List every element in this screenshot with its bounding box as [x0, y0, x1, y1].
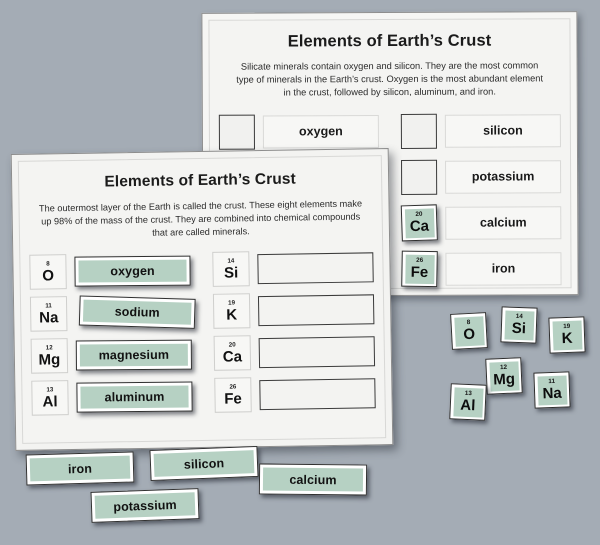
element-symbol: Mg	[492, 370, 516, 389]
card-back-row-oxygen[interactable]: oxygen	[218, 113, 379, 151]
card-front-right-column: 14 Si 19 K 20	[212, 249, 376, 420]
answer-slot-empty[interactable]	[258, 335, 376, 368]
placed-symbol-tile-ca[interactable]: 20 Ca	[400, 204, 438, 242]
element-symbol: Ca	[222, 348, 243, 366]
card-earths-crust[interactable]: Elements of Earth’s Crust The outermost …	[10, 148, 394, 451]
tile-face: iron	[29, 455, 131, 482]
symbol-slot-empty[interactable]	[218, 114, 255, 150]
element-symbol: Si	[511, 319, 527, 338]
placed-symbol-tile-fe[interactable]: 26 Fe	[401, 250, 438, 288]
card-front-body: Elements of Earth’s Crust The outermost …	[12, 149, 393, 450]
word-label-potassium: potassium	[445, 159, 562, 194]
card-back-row-iron[interactable]: 26 Fe iron	[401, 250, 562, 288]
card-front-row-iron[interactable]: 26 Fe	[214, 375, 376, 414]
element-symbol: Ca	[409, 217, 430, 236]
card-back-row-silicon[interactable]: silicon	[400, 112, 561, 150]
element-symbol: Fe	[224, 390, 242, 408]
element-symbol: Al	[42, 393, 58, 411]
placed-word-tile-magnesium[interactable]: magnesium	[75, 339, 192, 371]
element-symbol: Fe	[410, 263, 429, 282]
atomic-number: 19	[228, 299, 236, 307]
printed-symbol-mg: 12 Mg	[30, 338, 69, 374]
tile-face: sodium	[82, 299, 192, 325]
printed-symbol-k: 19 K	[212, 293, 251, 330]
card-back-title: Elements of Earth’s Crust	[287, 31, 492, 51]
element-symbol: Mg	[38, 351, 61, 369]
element-symbol: O	[462, 325, 476, 344]
atomic-number: 26	[229, 383, 237, 391]
printed-symbol-fe: 26 Fe	[214, 377, 252, 414]
card-front-row-potassium[interactable]: 19 K	[212, 291, 375, 330]
atomic-number: 11	[45, 301, 52, 310]
word-label-oxygen: oxygen	[262, 114, 379, 149]
tile-face: potassium	[94, 492, 196, 519]
placed-word-tile-sodium[interactable]: sodium	[78, 295, 196, 329]
word-label-silicon: silicon	[444, 113, 561, 148]
element-symbol: Si	[223, 264, 239, 282]
answer-slot-empty[interactable]	[257, 251, 374, 284]
symbol-slot-empty[interactable]	[400, 113, 437, 149]
atomic-number: 20	[228, 341, 236, 349]
card-front-left-column: 8 O oxygen 11 Na sodium	[29, 252, 196, 423]
card-front-row-silicon[interactable]: 14 Si	[212, 249, 374, 288]
element-symbol: Na	[542, 384, 563, 403]
tile-face: silicon	[153, 450, 255, 477]
symbol-slot-empty[interactable]	[401, 159, 438, 195]
element-symbol: Na	[39, 309, 59, 327]
card-front-row-oxygen[interactable]: 8 O oxygen	[29, 252, 191, 290]
card-front-row-sodium[interactable]: 11 Na sodium	[29, 294, 196, 332]
loose-word-tile[interactable]: potassium	[90, 488, 200, 523]
printed-symbol-al: 13 Al	[31, 380, 69, 416]
card-back-right-column: silicon potassium 20 Ca calci	[400, 112, 562, 297]
atomic-number: 13	[46, 385, 54, 394]
tile-face: oxygen	[78, 259, 187, 283]
printed-symbol-o: 8 O	[29, 254, 67, 290]
atomic-number: 12	[45, 343, 53, 352]
word-label-iron: iron	[445, 251, 562, 286]
answer-slot-empty[interactable]	[259, 377, 376, 410]
tile-face: magnesium	[79, 343, 188, 367]
element-symbol: Al	[459, 396, 476, 415]
printed-symbol-ca: 20 Ca	[213, 335, 252, 372]
card-back-text: Silicate minerals contain oxygen and sil…	[236, 60, 544, 98]
card-back-row-calcium[interactable]: 20 Ca calcium	[400, 204, 562, 242]
loose-word-tile[interactable]: iron	[25, 451, 135, 486]
element-symbol: K	[226, 306, 238, 324]
atomic-number: 14	[227, 257, 235, 265]
placed-word-tile-aluminum[interactable]: aluminum	[76, 381, 193, 413]
loose-word-tile[interactable]: silicon	[149, 445, 259, 482]
card-front-title: Elements of Earth’s Crust	[104, 170, 296, 191]
printed-symbol-na: 11 Na	[29, 296, 68, 332]
tile-face: calcium	[262, 467, 364, 492]
card-front-row-magnesium[interactable]: 12 Mg magnesium	[30, 336, 193, 374]
loose-word-tile[interactable]: calcium	[258, 463, 368, 496]
element-symbol: O	[42, 267, 55, 285]
word-label-calcium: calcium	[445, 205, 562, 240]
element-symbol: K	[561, 329, 573, 348]
tile-face: aluminum	[80, 385, 189, 409]
card-front-row-calcium[interactable]: 20 Ca	[213, 333, 376, 372]
tile-face: 26 Fe	[404, 254, 435, 284]
card-front-text: The outermost layer of the Earth is call…	[38, 198, 363, 238]
printed-symbol-si: 14 Si	[212, 251, 250, 288]
card-front-row-aluminum[interactable]: 13 Al aluminum	[31, 378, 193, 416]
atomic-number: 8	[46, 259, 50, 268]
card-front-grid: 8 O oxygen 11 Na sodium	[27, 249, 378, 422]
card-back-row-potassium[interactable]: potassium	[401, 158, 562, 196]
placed-word-tile-oxygen[interactable]: oxygen	[74, 255, 191, 287]
tile-face: 20 Ca	[404, 207, 435, 238]
answer-slot-empty[interactable]	[257, 293, 375, 326]
